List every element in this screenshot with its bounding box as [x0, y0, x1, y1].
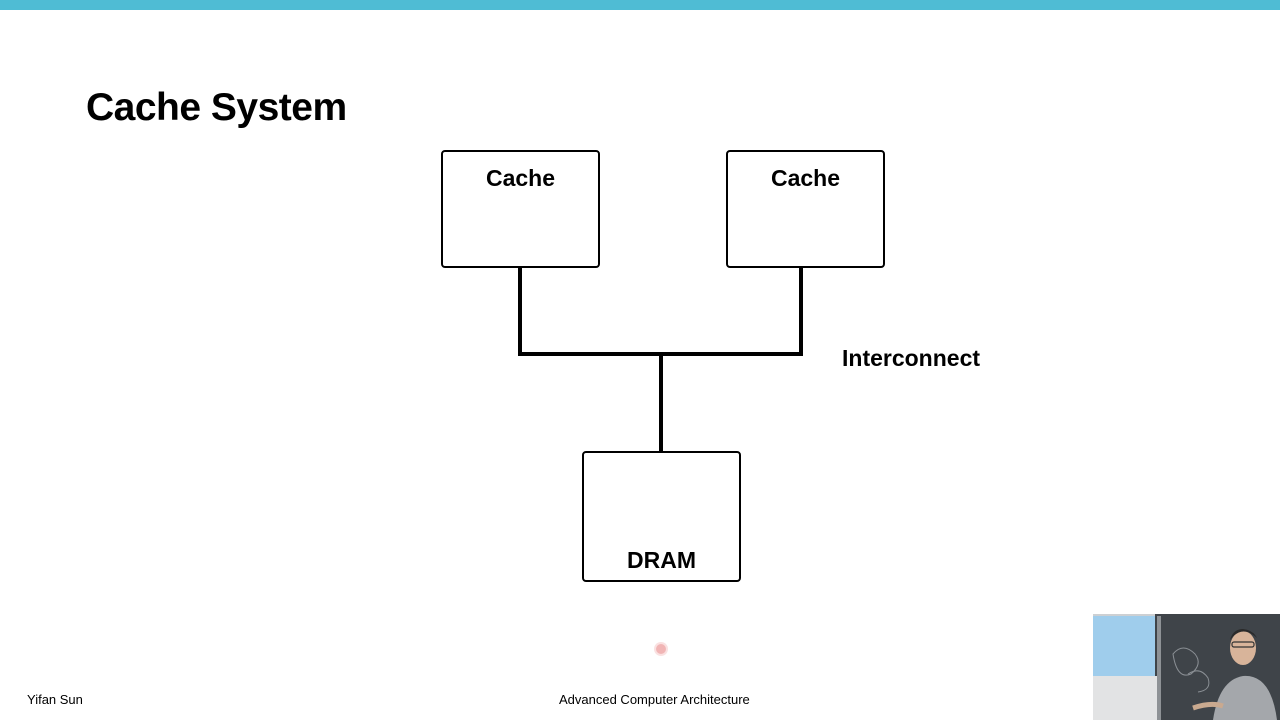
- presenter-video-frame: [1093, 614, 1280, 720]
- dram-label: DRAM: [627, 547, 696, 573]
- cache-right-box: Cache: [726, 150, 885, 268]
- slide-accent-bar: [0, 0, 1280, 10]
- presenter-webcam-image: [1093, 614, 1280, 720]
- dram-box: DRAM: [582, 451, 741, 582]
- cache-left-box: Cache: [441, 150, 600, 268]
- footer-course: Advanced Computer Architecture: [559, 692, 750, 707]
- cache-right-label: Cache: [770, 165, 841, 191]
- footer-author: Yifan Sun: [27, 692, 83, 707]
- slide-title: Cache System: [86, 86, 347, 129]
- interconnect-label: Interconnect: [842, 345, 981, 371]
- cache-left-label: Cache: [485, 165, 556, 191]
- pointer-indicator: [656, 644, 666, 654]
